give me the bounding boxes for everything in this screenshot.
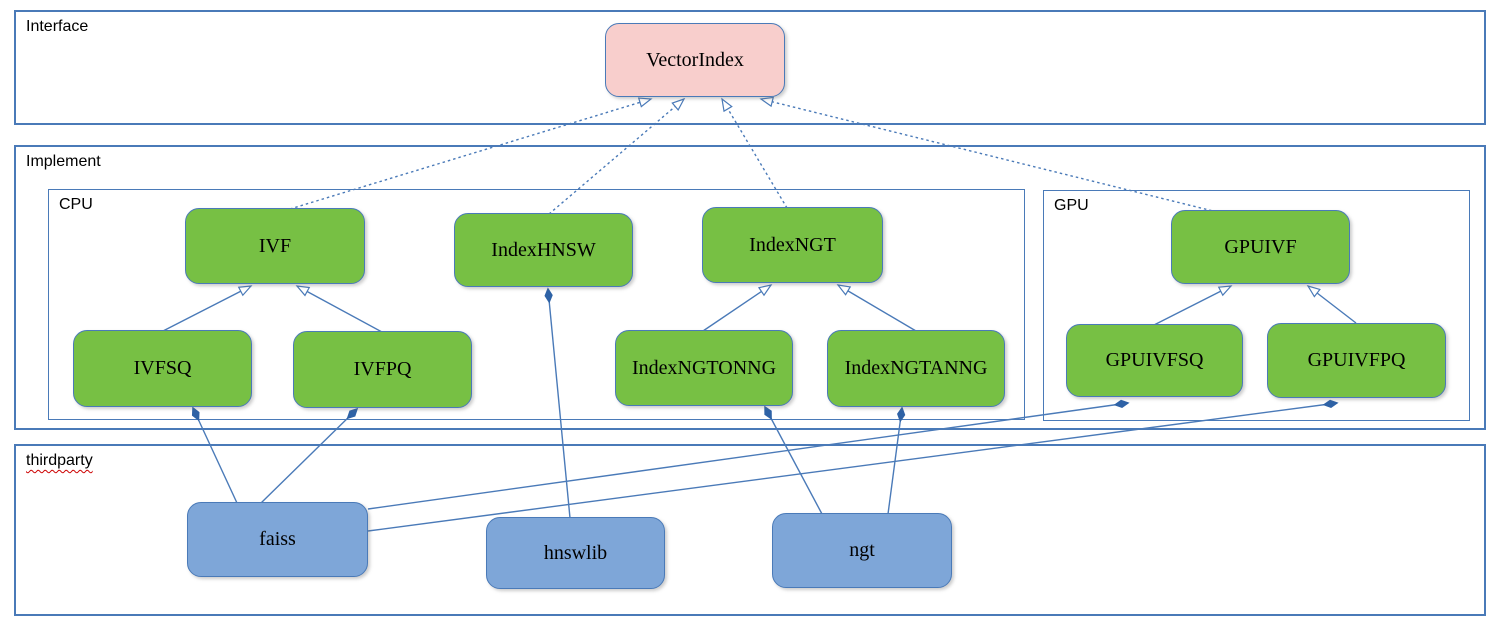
node-indexngt[interactable]: IndexNGT xyxy=(702,207,883,283)
node-indexngtonng-label: IndexNGTONNG xyxy=(631,356,777,379)
edge-ivfsq-ivf[interactable] xyxy=(162,286,251,332)
edge-indexngtonng-indexngt[interactable] xyxy=(702,285,771,332)
edge-ngt-indexngtonng[interactable] xyxy=(764,405,823,515)
edge-ivf-vectorindex[interactable] xyxy=(289,99,651,210)
node-vectorindex[interactable]: VectorIndex xyxy=(605,23,785,97)
node-indexngtanng-label: IndexNGTANNG xyxy=(844,357,988,379)
edge-gpuivfpq-gpuivf[interactable] xyxy=(1308,286,1357,324)
node-gpuivfpq-label: GPUIVFPQ xyxy=(1307,349,1406,371)
node-ngt[interactable]: ngt xyxy=(772,513,952,588)
node-indexhnsw[interactable]: IndexHNSW xyxy=(454,213,633,287)
node-gpuivf-label: GPUIVF xyxy=(1224,235,1297,258)
container-interface-label: Interface xyxy=(26,18,89,35)
edge-faiss-gpuivfpq[interactable] xyxy=(367,399,1339,532)
container-cpu-label: CPU xyxy=(59,196,93,213)
edge-indexhnsw-vectorindex[interactable] xyxy=(548,99,684,215)
edge-faiss-ivfpq[interactable] xyxy=(260,407,359,504)
node-indexhnsw-label: IndexHNSW xyxy=(491,238,596,261)
node-ivfsq[interactable]: IVFSQ xyxy=(73,330,252,407)
node-ivfsq-label: IVFSQ xyxy=(133,357,192,379)
edge-ivfpq-ivf[interactable] xyxy=(297,286,383,333)
node-gpuivfsq[interactable]: GPUIVFSQ xyxy=(1066,324,1243,397)
node-ivf-label: IVF xyxy=(258,234,292,257)
node-faiss-label: faiss xyxy=(259,528,296,550)
node-gpuivfsq-label: GPUIVFSQ xyxy=(1105,349,1204,371)
node-indexngt-label: IndexNGT xyxy=(749,233,836,256)
node-faiss[interactable]: faiss xyxy=(187,502,368,577)
container-gpu[interactable]: GPU xyxy=(1043,190,1470,421)
container-thirdparty-label: thirdparty xyxy=(26,452,93,469)
node-ivf[interactable]: IVF xyxy=(185,208,365,284)
node-indexngtonng[interactable]: IndexNGTONNG xyxy=(615,330,793,406)
edge-faiss-ivfsq[interactable] xyxy=(191,406,238,504)
container-thirdparty[interactable]: thirdparty xyxy=(14,444,1486,616)
node-vectorindex-label: VectorIndex xyxy=(646,48,744,71)
edge-gpuivfsq-gpuivf[interactable] xyxy=(1153,286,1231,326)
edge-indexngtanng-indexngt[interactable] xyxy=(838,285,917,332)
node-hnswlib[interactable]: hnswlib xyxy=(486,517,665,589)
node-gpuivf[interactable]: GPUIVF xyxy=(1171,210,1350,284)
container-cpu[interactable]: CPU xyxy=(48,189,1025,420)
container-implement-label: Implement xyxy=(26,153,101,170)
container-interface[interactable]: Interface xyxy=(14,10,1486,125)
edge-indexngt-vectorindex[interactable] xyxy=(722,99,788,209)
node-hnswlib-label: hnswlib xyxy=(543,541,608,564)
edge-faiss-gpuivfsq[interactable] xyxy=(367,399,1130,510)
node-ivfpq[interactable]: IVFPQ xyxy=(293,331,472,408)
node-gpuivfpq[interactable]: GPUIVFPQ xyxy=(1267,323,1446,398)
node-ivfpq-label: IVFPQ xyxy=(353,358,412,380)
node-indexngtanng[interactable]: IndexNGTANNG xyxy=(827,330,1005,407)
node-ngt-label: ngt xyxy=(849,539,875,561)
container-gpu-label: GPU xyxy=(1054,197,1089,214)
edge-hnswlib-indexhnsw[interactable] xyxy=(544,287,571,519)
edge-gpuivf-vectorindex[interactable] xyxy=(761,99,1218,213)
